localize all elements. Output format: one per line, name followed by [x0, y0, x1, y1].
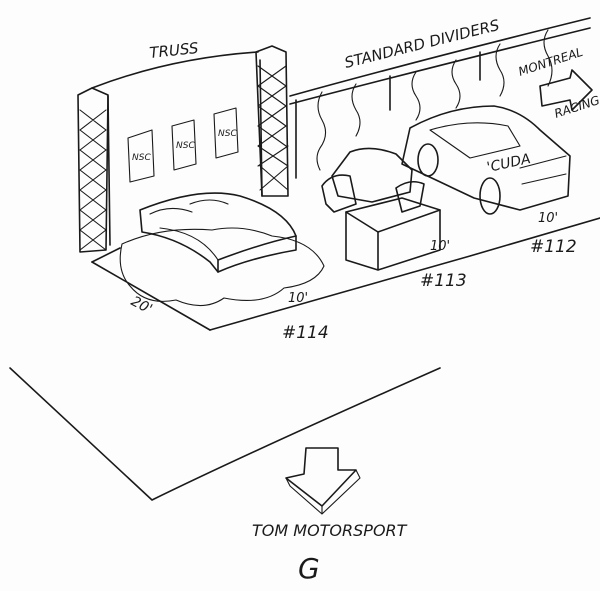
dim-114: 10' — [288, 291, 308, 306]
banners — [127, 107, 239, 183]
car-label: 'CUDA — [486, 151, 533, 176]
race-car — [401, 105, 571, 215]
dim-20: 20' — [128, 293, 155, 317]
bed — [139, 192, 297, 273]
floor-front-edge — [91, 217, 600, 331]
banner-label-2: NSC — [176, 141, 195, 151]
entrance-label: TOM MOTORSPORT — [252, 521, 408, 540]
backdrop-wall — [91, 51, 263, 246]
banner-label-1: NSC — [132, 153, 151, 163]
label-dividers: STANDARD DIVIDERS — [343, 16, 502, 72]
label-truss: TRUSS — [149, 39, 200, 62]
logo-mark: G — [298, 552, 320, 585]
truss-left — [77, 87, 109, 253]
floor-left-edge — [91, 261, 211, 331]
banner-label-3: NSC — [218, 129, 237, 139]
label-montreal: MONTREAL — [517, 45, 585, 79]
rug — [119, 227, 325, 307]
divider-drapes — [316, 29, 553, 171]
entrance-arrow — [285, 447, 357, 507]
divider-rail — [289, 17, 591, 179]
montreal-arrow — [539, 69, 593, 111]
label-racing: RACING — [553, 93, 600, 121]
booth-112: #112 — [530, 237, 577, 257]
armchair — [321, 147, 425, 213]
dim-112: 10' — [538, 211, 558, 226]
entrance-arrow-side — [285, 469, 361, 515]
coffee-table — [345, 197, 441, 271]
booth-113: #113 — [420, 271, 467, 291]
dim-113: 10' — [430, 239, 450, 254]
aisle-outline — [9, 367, 441, 501]
booth-114: #114 — [282, 323, 329, 343]
